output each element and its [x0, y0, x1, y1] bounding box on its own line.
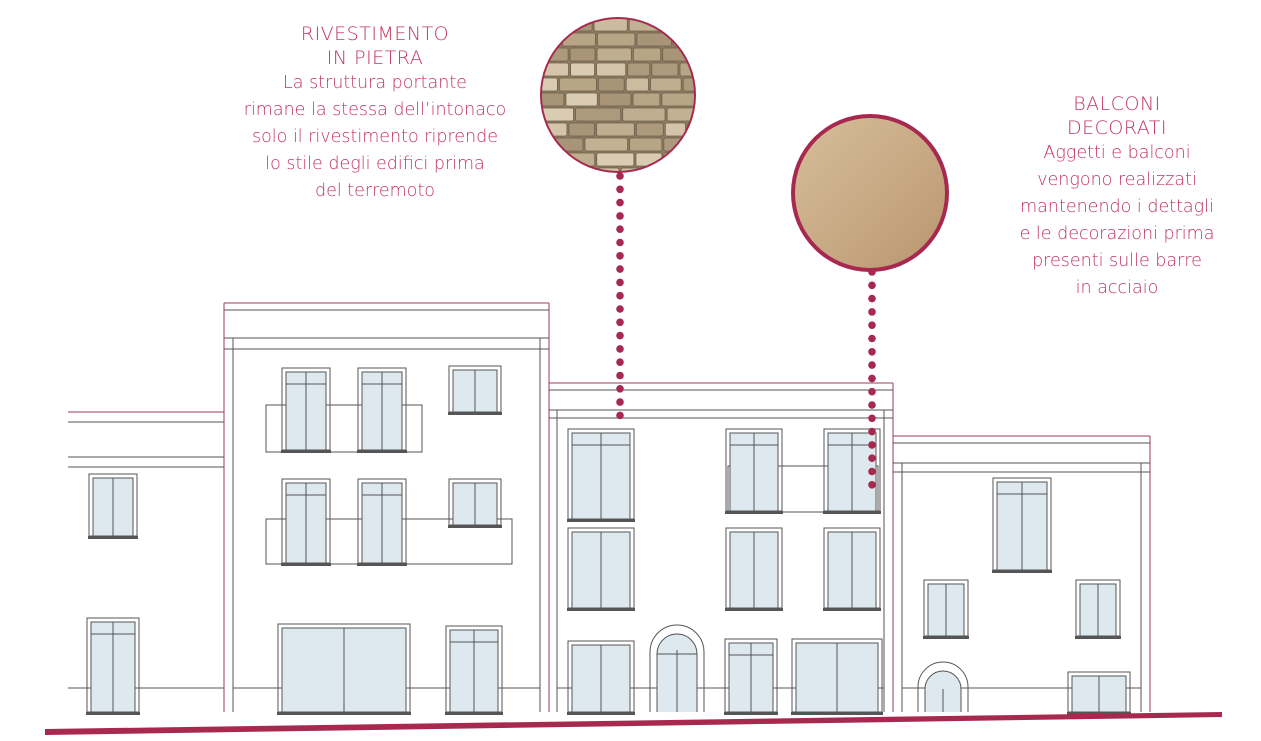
window [567, 640, 635, 715]
arched-door-right [917, 661, 969, 712]
windows-layer [86, 365, 1131, 715]
connector-dot [616, 265, 624, 273]
connector-dot [868, 281, 876, 290]
window [725, 428, 783, 514]
beige-swatch [791, 114, 949, 272]
window [448, 365, 502, 415]
connector-dot [616, 385, 624, 393]
connector-dot [868, 427, 876, 436]
connector-dot [616, 212, 624, 220]
annotation-stone-body-line5: del terremoto [314, 181, 436, 201]
window [88, 473, 138, 539]
window [1067, 671, 1131, 715]
window [445, 625, 503, 715]
annotation-stone-body-line3: solo il rivestimento riprende [251, 127, 498, 147]
connector-dot [868, 294, 876, 303]
window [725, 527, 783, 611]
connector-dot [868, 481, 876, 489]
annotation-balcony-body-line3: mantenendo i dettagli [1020, 197, 1214, 217]
connector-dot [616, 291, 624, 300]
window [281, 478, 331, 566]
annotation-balcony-body-line6: in acciaio [1075, 278, 1159, 298]
connector-dots [616, 172, 876, 489]
annotation-stone-title-line2: IN PIETRA [326, 47, 424, 69]
window [357, 367, 407, 453]
connector-dot [616, 172, 624, 180]
window [357, 478, 407, 566]
connector-dot [616, 225, 624, 233]
annotation-balcony-body-line4: e le decorazioni prima [1019, 224, 1215, 244]
connector-dot [868, 308, 876, 316]
annotation-balcony-body-line1: Aggetti e balconi [1043, 143, 1191, 163]
connector-dot [868, 454, 876, 463]
window [567, 527, 635, 611]
window [567, 428, 635, 522]
connector-dot [868, 467, 876, 476]
arched-door-center [649, 624, 705, 712]
connector-dot [868, 348, 876, 356]
window [724, 638, 778, 715]
annotation-stone-body-line4: lo stile degli edifici prima [265, 154, 485, 174]
annotation-stone-title-line1: RIVESTIMENTO [300, 23, 450, 45]
connector-dot [616, 198, 624, 207]
connector-dot [616, 305, 624, 313]
window [281, 367, 331, 453]
connector-dot [868, 361, 876, 369]
connector-dot [616, 371, 624, 380]
annotation-balcony-title-line1: BALCONI [1073, 93, 1161, 115]
connector-dot [868, 374, 876, 383]
stone-swatch [540, 17, 696, 173]
connector-dot [868, 321, 876, 330]
connector-dot [616, 411, 624, 420]
connector-dot [616, 331, 624, 340]
window [923, 579, 969, 639]
building-right [893, 435, 1151, 712]
window [823, 527, 881, 611]
annotation-balcony-title-line2: DECORATI [1066, 117, 1168, 139]
connector-dot [868, 414, 876, 423]
connector-dot [616, 252, 624, 260]
connector-dot [616, 358, 624, 367]
window [1075, 579, 1121, 639]
annotation-stone-cladding: RIVESTIMENTO IN PIETRA La struttura port… [205, 22, 545, 205]
connector-dot [616, 318, 624, 327]
annotation-stone-body-line1: La struttura portante [283, 73, 467, 93]
annotation-decorated-balconies: BALCONI DECORATI Aggetti e balconi vengo… [982, 92, 1252, 302]
ground-line [45, 712, 1222, 735]
connector-dot [868, 441, 876, 449]
connector-dot [868, 334, 876, 343]
connector-dot [616, 345, 624, 353]
connector-dot [868, 387, 876, 396]
annotation-balcony-body-line2: vengono realizzati [1037, 170, 1197, 190]
window [823, 428, 881, 514]
connector-dot [868, 401, 876, 409]
window [277, 623, 411, 715]
connector-dot [616, 398, 624, 406]
connector-dot [616, 238, 624, 247]
window [992, 477, 1052, 573]
annotation-balcony-body-line5: presenti sulle barre [1032, 251, 1202, 271]
annotation-stone-body-line2: rimane la stessa dell’intonaco [243, 100, 507, 120]
connector-dot [616, 278, 624, 287]
connector-dot [616, 185, 624, 194]
window [791, 638, 883, 715]
window [448, 478, 502, 528]
window [86, 617, 140, 715]
